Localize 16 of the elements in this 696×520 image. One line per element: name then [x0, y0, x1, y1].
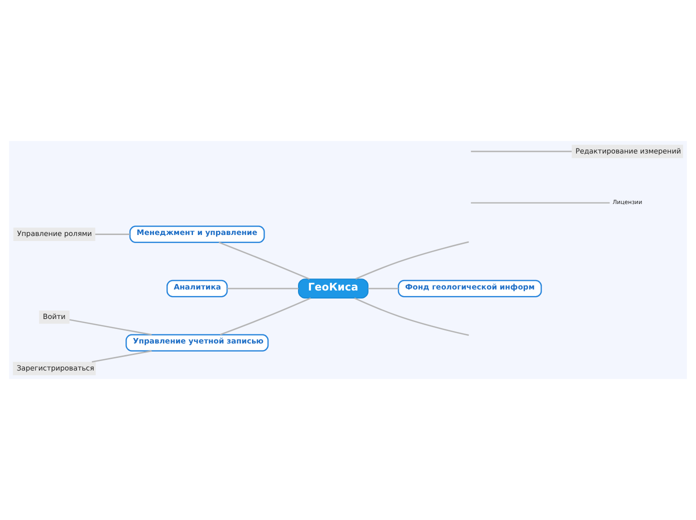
node-box: Фонд геологической информ — [398, 280, 542, 298]
node-box: ГеоКиса — [298, 278, 368, 299]
connector — [354, 298, 469, 336]
node-box: Менеджмент и управление — [129, 226, 265, 243]
connector — [470, 150, 572, 152]
connector — [355, 241, 469, 280]
connector — [220, 298, 311, 336]
connector — [470, 202, 610, 204]
connector — [218, 242, 310, 280]
node-box: Управление учетной записью — [126, 334, 269, 352]
connector — [227, 288, 298, 290]
node-box: Аналитика — [166, 280, 228, 298]
connector — [368, 288, 398, 290]
connector — [95, 234, 130, 235]
connector — [69, 319, 152, 336]
connector — [92, 350, 152, 362]
